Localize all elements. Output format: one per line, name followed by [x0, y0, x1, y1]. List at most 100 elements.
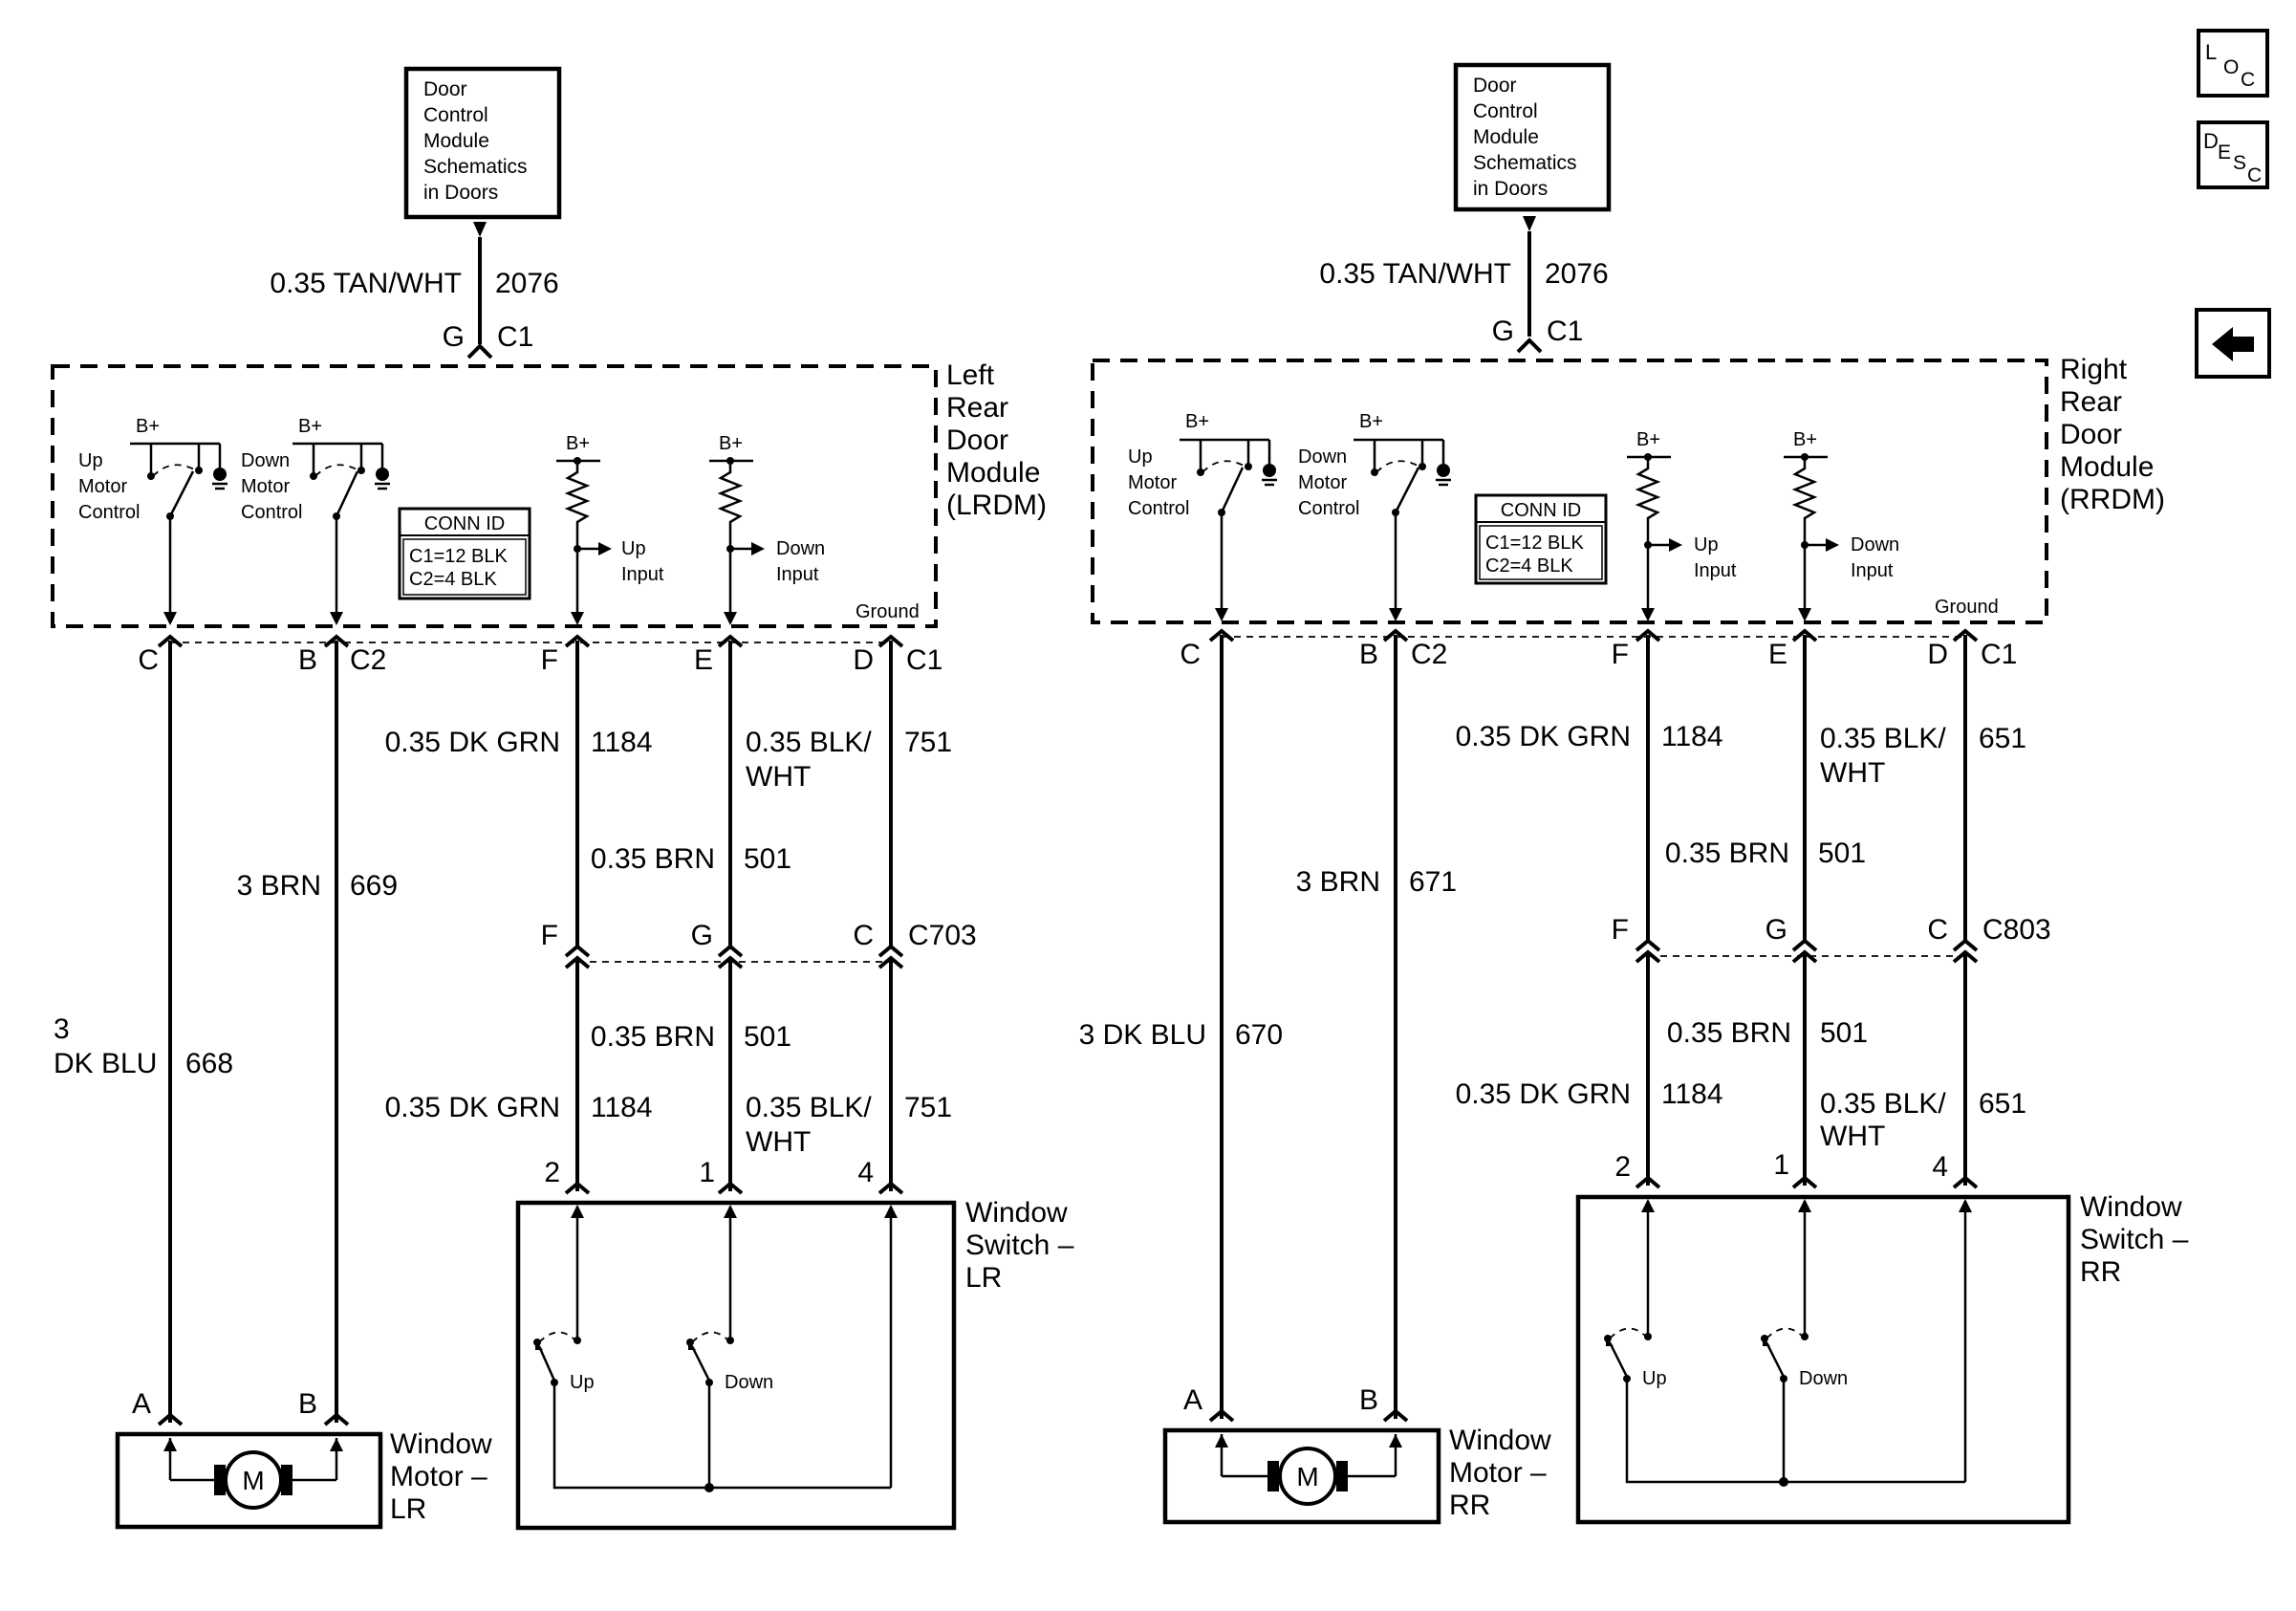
svg-text:1184: 1184 — [591, 1092, 653, 1123]
svg-text:Window: Window — [390, 1428, 492, 1460]
window-motor-name-lr: Window Motor – LR — [390, 1428, 492, 1525]
svg-text:Door: Door — [2060, 419, 2122, 450]
wire-color-label: 0.35 TAN/WHT — [270, 268, 462, 299]
module-name-left: Left Rear Door Module (LRDM) — [946, 359, 1047, 521]
svg-text:Left: Left — [946, 359, 995, 391]
upper-wire-labels-left: 0.35 DK GRN 1184 0.35 BLK/ WHT 751 0.35 … — [385, 727, 952, 875]
inline-connector-c703: F G C C703 — [541, 920, 977, 969]
svg-text:1184: 1184 — [591, 727, 653, 758]
svg-text:B+: B+ — [1636, 429, 1660, 450]
svg-text:Motor: Motor — [1128, 472, 1177, 493]
module-name-right: Right Rear Door Module (RRDM) — [2060, 354, 2165, 515]
svg-text:C: C — [1180, 639, 1201, 670]
dcm-reference-box-left[interactable]: Door Control Module Schematics in Doors — [403, 66, 562, 220]
svg-text:C2: C2 — [350, 644, 386, 676]
svg-text:B+: B+ — [1359, 411, 1383, 432]
svg-text:(LRDM): (LRDM) — [946, 490, 1047, 521]
motor-symbol: M — [1296, 1462, 1318, 1491]
svg-text:0.35 BRN: 0.35 BRN — [591, 1021, 715, 1053]
svg-text:0.35 BRN: 0.35 BRN — [591, 843, 715, 875]
loc-icon[interactable]: L O C — [2197, 29, 2269, 98]
window-switch-rr[interactable]: Up Down — [1575, 1194, 2071, 1525]
down-motor-wire-right: 3 BRN 671 — [1296, 866, 1457, 898]
svg-text:C703: C703 — [908, 920, 977, 951]
up-motor-control-relay: B+ Up Motor Control — [1128, 411, 1277, 621]
svg-text:C1: C1 — [1981, 639, 2017, 670]
svg-text:1: 1 — [699, 1157, 715, 1188]
svg-text:0.35 BLK/: 0.35 BLK/ — [1820, 723, 1946, 754]
dcm-reference-box-right[interactable]: Door Control Module Schematics in Doors — [1453, 62, 1612, 212]
svg-text:C803: C803 — [1982, 914, 2051, 946]
svg-text:DK BLU: DK BLU — [54, 1048, 157, 1079]
svg-text:LR: LR — [390, 1493, 426, 1525]
left-circuit: Door Control Module Schematics in Doors … — [51, 66, 1074, 1531]
desc-icon[interactable]: D E S C — [2197, 120, 2269, 189]
circuit-number-label: 2076 — [1545, 258, 1609, 290]
svg-text:WHT: WHT — [1820, 1121, 1885, 1152]
svg-text:in Doors: in Doors — [1473, 178, 1548, 200]
svg-text:C2=4 BLK: C2=4 BLK — [409, 569, 497, 590]
svg-text:0.35 DK GRN: 0.35 DK GRN — [1456, 1078, 1631, 1110]
lrdm-module-boundary — [51, 364, 938, 628]
arrow-down-icon — [1523, 216, 1536, 231]
svg-text:C1=12 BLK: C1=12 BLK — [1485, 533, 1585, 554]
svg-text:3 BRN: 3 BRN — [1296, 866, 1380, 898]
svg-text:Up: Up — [1642, 1368, 1667, 1389]
svg-text:2: 2 — [544, 1157, 560, 1188]
svg-text:B: B — [298, 644, 317, 676]
svg-text:651: 651 — [1979, 1088, 2026, 1120]
up-motor-wire-left: 3 DK BLU 668 — [54, 1013, 233, 1079]
svg-text:751: 751 — [904, 727, 952, 758]
svg-text:Motor –: Motor – — [390, 1461, 487, 1492]
svg-text:Down: Down — [1799, 1368, 1848, 1389]
switch-pins-left: 2 1 4 — [544, 1157, 904, 1195]
svg-text:WHT: WHT — [746, 1126, 811, 1158]
svg-text:Control: Control — [1298, 498, 1359, 519]
svg-text:Rear: Rear — [946, 392, 1008, 424]
up-motor-wire-right: 3 DK BLU 670 — [1079, 1019, 1283, 1051]
conn-id-box-left: CONN ID C1=12 BLK C2=4 BLK — [398, 507, 531, 600]
svg-text:Motor –: Motor – — [1449, 1457, 1547, 1489]
svg-text:O: O — [2223, 56, 2239, 78]
svg-text:C2: C2 — [1411, 639, 1447, 670]
svg-text:Switch –: Switch – — [965, 1230, 1074, 1261]
svg-text:F: F — [541, 920, 558, 951]
svg-text:Window: Window — [1449, 1425, 1551, 1456]
svg-text:D: D — [2203, 129, 2219, 153]
svg-text:751: 751 — [904, 1092, 952, 1123]
down-motor-control-relay: B+ Down Motor Control — [241, 416, 390, 625]
svg-text:F: F — [541, 644, 558, 676]
svg-text:Up: Up — [1128, 446, 1153, 468]
svg-text:Down: Down — [776, 538, 825, 559]
window-switch-name-lr: Window Switch – LR — [965, 1197, 1074, 1294]
window-switch-lr[interactable]: Up Down — [515, 1200, 957, 1531]
svg-text:C: C — [853, 920, 874, 951]
svg-text:B+: B+ — [566, 433, 590, 454]
back-arrow-icon[interactable] — [2195, 308, 2271, 379]
svg-text:Module: Module — [2060, 451, 2154, 483]
svg-text:1: 1 — [1773, 1149, 1789, 1181]
svg-text:Control: Control — [241, 502, 302, 523]
svg-text:Control: Control — [1473, 100, 1538, 122]
switch-pins-right: 2 1 4 — [1614, 1149, 1979, 1189]
window-motor-rr[interactable]: M — [1162, 1427, 1441, 1525]
rrdm-module-boundary — [1091, 359, 2048, 624]
svg-text:E: E — [2218, 142, 2231, 163]
module-pins-right: C B C2 F E D C1 — [1180, 639, 2017, 670]
svg-text:Input: Input — [1851, 560, 1894, 581]
svg-text:Down: Down — [1298, 446, 1347, 468]
window-switch-name-rr: Window Switch – RR — [2080, 1191, 2189, 1288]
window-motor-lr[interactable]: M — [115, 1431, 383, 1530]
svg-text:Input: Input — [621, 564, 664, 585]
svg-text:Motor: Motor — [78, 476, 127, 497]
svg-text:F: F — [1612, 914, 1629, 946]
svg-text:Schematics: Schematics — [1473, 152, 1577, 174]
arrow-down-icon — [473, 222, 487, 237]
svg-text:668: 668 — [185, 1048, 233, 1079]
svg-text:Up: Up — [78, 450, 103, 471]
svg-text:Control: Control — [1128, 498, 1189, 519]
pin-label: G — [443, 321, 465, 353]
svg-text:B+: B+ — [1185, 411, 1209, 432]
svg-text:WHT: WHT — [746, 761, 811, 793]
upper-wire-labels-right: 0.35 DK GRN 1184 0.35 BLK/ WHT 651 0.35 … — [1456, 721, 2026, 869]
